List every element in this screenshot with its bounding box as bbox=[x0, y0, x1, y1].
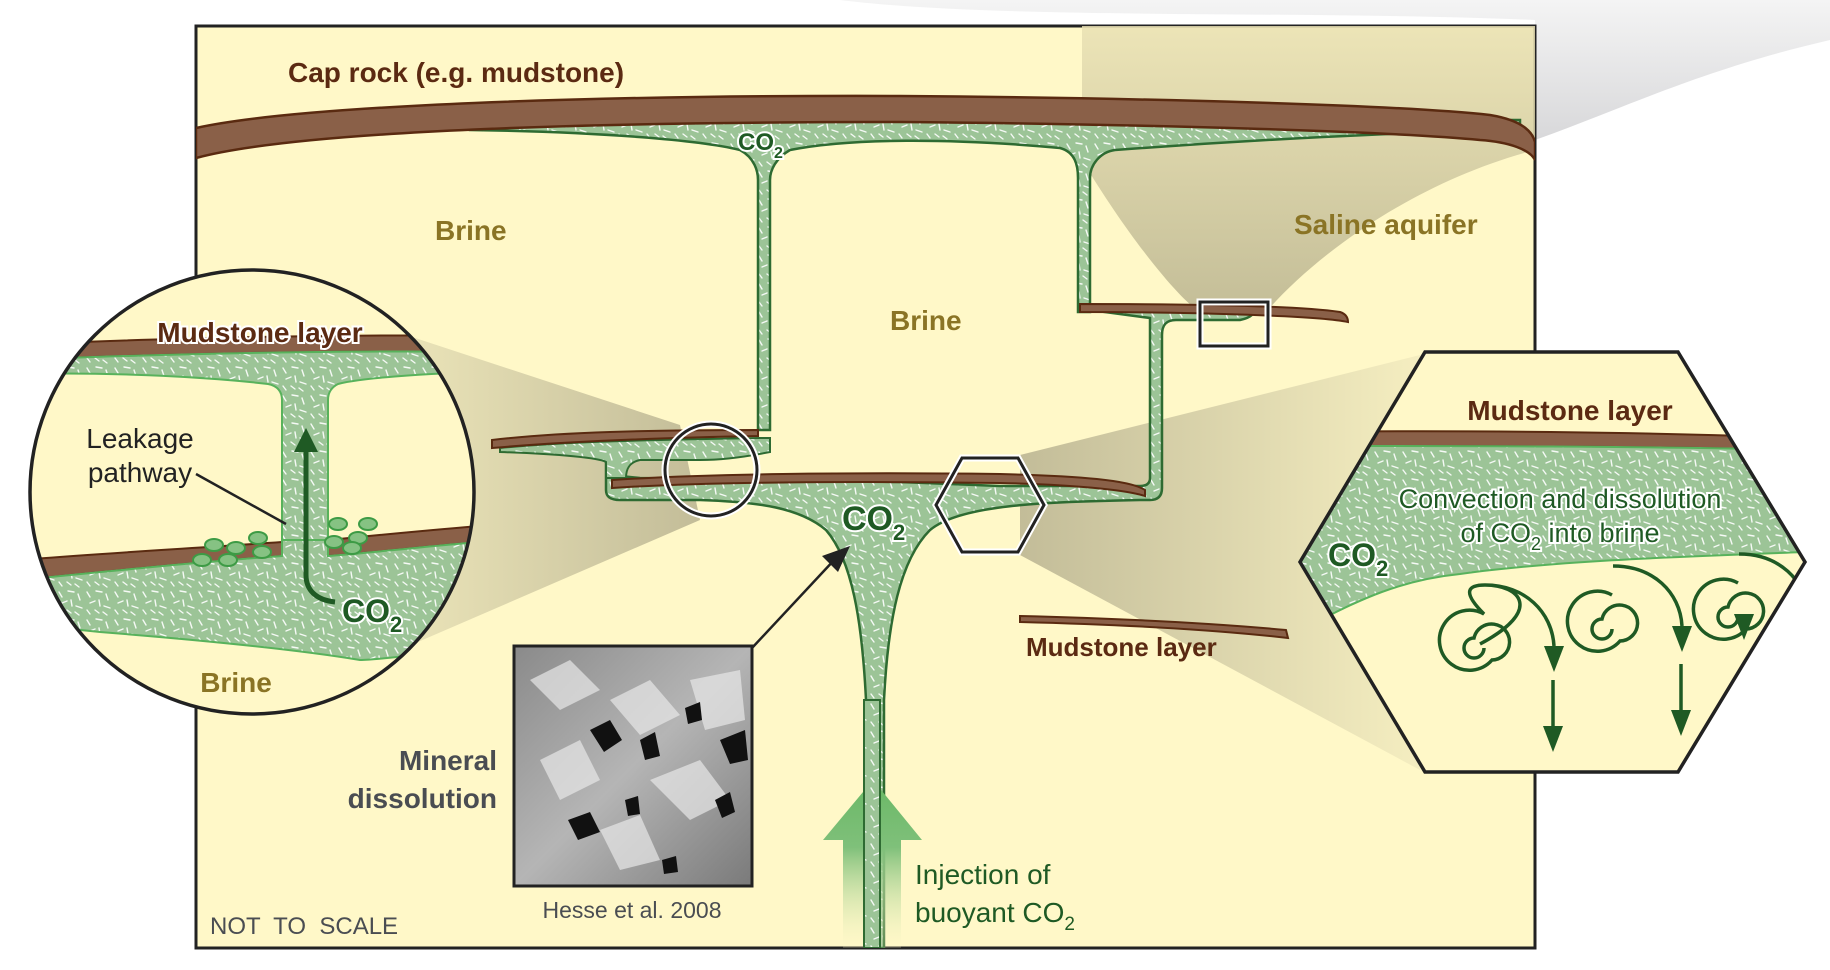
photo-pointer-arrowhead bbox=[822, 546, 850, 572]
mineral-dissolution-label-line2: dissolution bbox=[348, 783, 497, 814]
convection-line2-text-b: into brine bbox=[1541, 518, 1660, 548]
injection-label-subscript: 2 bbox=[1064, 914, 1075, 935]
co2-center-text: CO bbox=[842, 500, 893, 538]
cap-rock-label: Cap rock (e.g. mudstone) bbox=[288, 57, 624, 88]
photo-pointer-line bbox=[751, 557, 837, 649]
convection-line2-subscript: 2 bbox=[1531, 534, 1541, 554]
hex-co2-subscript: 2 bbox=[1376, 556, 1388, 581]
mudstone-layer-lower bbox=[1019, 614, 1290, 640]
saline-aquifer-label: Saline aquifer bbox=[1294, 209, 1478, 240]
hex-co2-label: CO2 bbox=[1328, 537, 1388, 581]
cap-rock-layer bbox=[196, 94, 1535, 161]
leakage-pathway-inset bbox=[28, 268, 476, 716]
injection-label-text: buoyant CO bbox=[915, 897, 1064, 928]
mineral-dissolution-photo bbox=[512, 644, 754, 888]
brine-left-label: Brine bbox=[435, 215, 507, 246]
convection-label-line1: Convection and dissolution bbox=[1399, 484, 1722, 514]
mudstone-step-left bbox=[491, 428, 759, 450]
circle-brine-label: Brine bbox=[200, 667, 272, 698]
circle-mudstone-label: Mudstone layer bbox=[157, 317, 362, 348]
injection-label-line1: Injection of bbox=[915, 859, 1051, 890]
co2-plume-top bbox=[468, 116, 1522, 432]
circle-co2-subscript: 2 bbox=[390, 612, 402, 637]
background-swoosh bbox=[840, 0, 1830, 140]
convection-dissolution-inset bbox=[1297, 350, 1808, 774]
co2-top-label: CO2 bbox=[738, 129, 783, 162]
hex-co2-text: CO bbox=[1328, 537, 1376, 573]
brine-center-label: Brine bbox=[890, 305, 962, 336]
saline-aquifer-magnify-beam bbox=[1082, 26, 1535, 312]
hexagon-inset-beam bbox=[1020, 355, 1420, 770]
injection-conduit bbox=[863, 699, 881, 948]
co2-center-subscript: 2 bbox=[893, 520, 905, 545]
injection-label-line2: buoyant CO2 bbox=[915, 897, 1075, 935]
co2-top-text: CO bbox=[738, 129, 774, 156]
circle-co2-label: CO2 bbox=[342, 593, 402, 637]
leakage-pathway-label-line1: Leakage bbox=[86, 423, 193, 454]
hex-mudstone-label: Mudstone layer bbox=[1467, 395, 1672, 426]
circle-co2-text: CO bbox=[342, 593, 390, 629]
co2-top-subscript: 2 bbox=[774, 145, 783, 162]
leakage-pathway-label-line2: pathway bbox=[88, 457, 192, 488]
mudstone-layer-center bbox=[611, 472, 1146, 498]
co2-center-label: CO2 bbox=[842, 500, 905, 545]
convection-line2-text-a: of CO bbox=[1460, 518, 1531, 548]
mineral-dissolution-label-line1: Mineral bbox=[399, 745, 497, 776]
photo-credit: Hesse et al. 2008 bbox=[542, 897, 721, 923]
convection-label-line2: of CO2 into brine bbox=[1460, 518, 1659, 554]
not-to-scale-label: NOT TO SCALE bbox=[210, 913, 398, 940]
mudstone-lower-label: Mudstone layer bbox=[1026, 632, 1217, 662]
